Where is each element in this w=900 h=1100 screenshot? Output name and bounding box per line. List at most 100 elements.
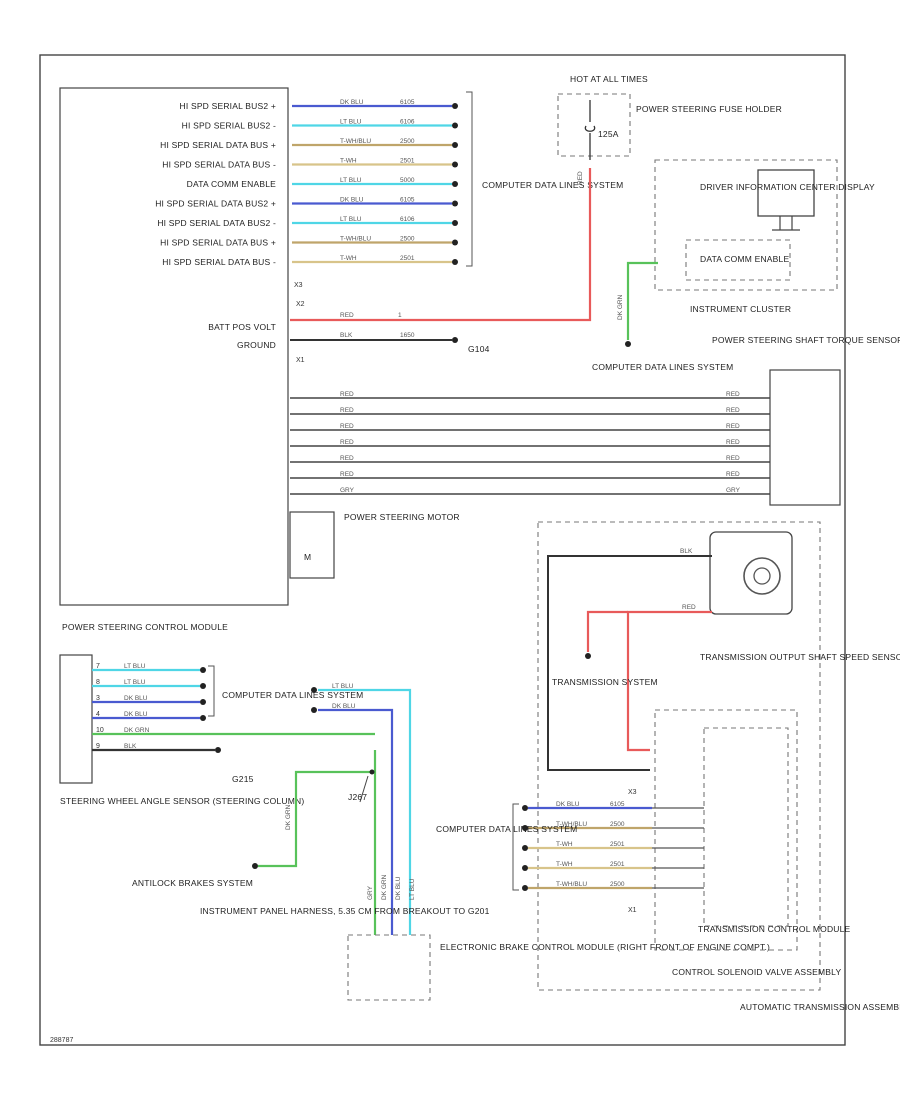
swas-wire-label-2: DK BLU [124,695,148,702]
torque-wire-label-l-6: GRY [340,487,355,494]
data-wire-label-1: LT BLU [340,119,362,126]
pscm-ground-label: GROUND [237,340,276,350]
trans-wire-label-3: T-WH [556,861,573,868]
data-wire-ckt-2: 2500 [400,138,415,145]
splice-dot [369,769,375,775]
cluster-wire-terminal [625,341,631,347]
data-wire-ckt-8: 2501 [400,255,415,262]
pscm-signal-7: HI SPD SERIAL DATA BUS + [160,238,276,248]
ebcm-ltblu-terminal [311,687,317,693]
dic-display-stand [772,216,800,231]
pscm-signal-2: HI SPD SERIAL DATA BUS + [160,140,276,150]
pscm-conn-x3: X3 [294,282,303,289]
trans-red-branch [586,610,628,652]
swas-bracket [208,665,215,717]
swas-pin-2: 3 [96,695,100,702]
tcm-box [703,727,789,927]
trans-conn-x3: X3 [628,789,637,796]
ground-g104: G104 [468,344,490,354]
diagram-frame [39,54,846,1046]
torque-wire-label-l-1: RED [340,407,354,414]
ebcm-ltblu-wire [318,688,412,935]
pscm-name: POWER STEERING CONTROL MODULE [62,622,228,632]
swas-pin-1: 8 [96,679,100,686]
solenoid-label: CONTROL SOLENOID VALVE ASSEMBLY [672,967,841,977]
dic-label: DRIVER INFORMATION CENTER DISPLAY [700,182,875,192]
swas-ground: G215 [232,774,254,784]
data-wire-ckt-6: 6106 [400,216,415,223]
trans-wire-ckt-3: 2501 [610,861,625,868]
swas-wire-terminal-3 [200,715,206,721]
data-wire-label-2: T-WH/BLU [340,138,371,145]
motor-box [289,511,335,579]
pscm-signal-3: HI SPD SERIAL DATA BUS - [162,160,276,170]
trans-conn-x1: X1 [628,907,637,914]
ebcm-in-label-0: LT BLU [332,683,354,690]
trans-wire-terminal-3 [522,865,528,871]
antilock-label: ANTILOCK BRAKES SYSTEM [132,878,253,888]
torque-wire-label-l-3: RED [340,439,354,446]
trans-mission-label: TRANSMISSION SYSTEM [552,677,658,687]
trans-wire-label-0: DK BLU [556,801,580,808]
trans-wire-label-2: T-WH [556,841,573,848]
pscm-signal-labels: HI SPD SERIAL BUS2 +HI SPD SERIAL BUS2 -… [155,101,276,267]
speed-sensor-label: TRANSMISSION OUTPUT SHAFT SPEED SENSOR [700,652,900,662]
antilock-terminal [252,863,258,869]
torque-wire-label-r-5: RED [726,471,740,478]
swas-wire-label-5: BLK [124,743,137,750]
fuse-holder-box [557,93,631,157]
torque-wire-label-l-2: RED [340,423,354,430]
speed-sensor-box [709,531,793,615]
torque-wire-label-l-4: RED [340,455,354,462]
pscm-batt-label: BATT POS VOLT [208,322,276,332]
batt-wire-label: RED [340,312,354,319]
torque-wire-label-r-6: GRY [726,487,741,494]
trans-wire-label-4: T-WH/BLU [556,881,587,888]
data-lines-bracket [466,91,473,267]
torque-wire-label-r-2: RED [726,423,740,430]
data-wire-label-0: DK BLU [340,99,364,106]
trans-wire-label-1: T-WH/BLU [556,821,587,828]
trans-red-label: RED [682,604,696,611]
pscm-signal-8: HI SPD SERIAL DATA BUS - [162,257,276,267]
fuse-holder-label: POWER STEERING FUSE HOLDER [636,104,782,114]
ebcm-dkblu-terminal [311,707,317,713]
cdl1-text: COMPUTER DATA LINES SYSTEM [482,180,623,190]
trans-blk-label: BLK [680,548,693,555]
trans-wire-ckt-2: 2501 [610,841,625,848]
swas-pin-4: 10 [96,727,104,734]
data-wire-label-8: T-WH [340,255,357,262]
data-wire-terminal-3 [452,161,458,168]
trans-bracket [512,803,519,891]
splice-label: J267 [348,792,367,802]
pscm-box [59,87,289,606]
torque-wire-label-l-0: RED [340,391,354,398]
trans-blk-wire [547,555,712,771]
ebcm-dkblu-wire [318,708,394,935]
swas-wire-label-1: LT BLU [124,679,146,686]
swas-wire-label-4: DK GRN [124,727,150,734]
motor-symbol: M [304,552,311,562]
computer-data-lines-label-3: COMPUTER DATA LINES SYSTEM [222,690,363,700]
antilock-wire-label: DK GRN [285,804,292,830]
data-wire-terminal-5 [452,200,458,207]
speed-sensor-hub [753,567,771,585]
data-wire-terminal-8 [452,259,458,265]
trans-wire-terminal-4 [522,885,528,891]
ebcm-vert-label-3: LT BLU [409,878,416,900]
swas-pin-5: 9 [96,743,100,750]
data-wire-label-7: T-WH/BLU [340,236,371,243]
swas-wire-terminal-1 [200,683,206,689]
pscm-signal-4: DATA COMM ENABLE [187,179,276,189]
data-wire-terminal-0 [452,103,458,109]
trans-wire-terminal-0 [522,805,528,811]
data-wire-ckt-1: 6106 [400,119,415,126]
data-wire-terminal-2 [452,142,458,148]
solenoid-box [654,709,798,951]
trans-assembly-box [537,521,821,991]
ebcm-vert-label-2: DK BLU [395,876,402,900]
computer-data-lines-label-4: COMPUTER DATA LINES SYSTEM [436,824,577,834]
